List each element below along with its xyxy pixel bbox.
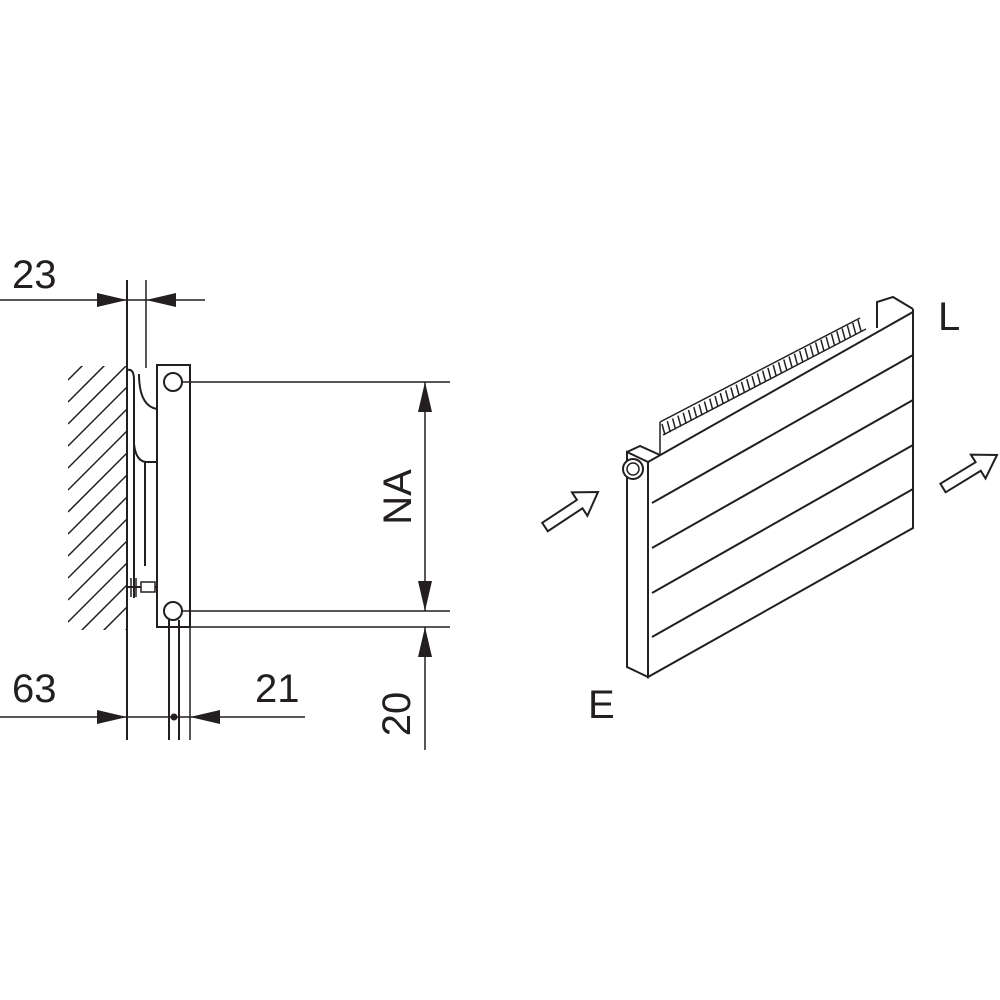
fin-tooth bbox=[677, 415, 682, 427]
connection-distance-label: NA bbox=[376, 469, 420, 525]
inflow-arrow-icon bbox=[540, 490, 600, 533]
fin-tooth bbox=[751, 376, 756, 388]
fin-tooth bbox=[851, 322, 857, 334]
fin-tooth bbox=[846, 325, 852, 337]
fin-tooth bbox=[714, 395, 719, 408]
port-label-l: L bbox=[938, 295, 960, 339]
fin-tooth bbox=[746, 378, 751, 391]
front-groove bbox=[651, 488, 914, 638]
fin-tooth bbox=[857, 319, 862, 332]
fin-tooth bbox=[719, 392, 725, 405]
fin-tooth bbox=[788, 356, 793, 368]
front-groove bbox=[651, 399, 914, 549]
fin-tooth bbox=[735, 384, 740, 396]
fin-tooth bbox=[830, 333, 836, 346]
port-outer-ring bbox=[622, 458, 644, 480]
fin-tooth bbox=[693, 406, 698, 419]
radiator-profile bbox=[156, 364, 191, 628]
top-gap-label: 23 bbox=[12, 253, 57, 297]
fin-tooth bbox=[756, 373, 762, 385]
arrow-head-up bbox=[418, 382, 432, 412]
fin-tooth bbox=[666, 421, 672, 433]
bracket-plate bbox=[126, 368, 135, 598]
bracket-screw-head bbox=[140, 581, 156, 593]
bottom-height-label: 20 bbox=[375, 692, 419, 737]
fin-tooth bbox=[804, 347, 809, 360]
perspective-view: L E bbox=[540, 295, 999, 727]
pipe-center-dot bbox=[170, 713, 178, 721]
fin-tooth bbox=[724, 390, 730, 402]
fin-tooth bbox=[825, 336, 830, 349]
fin-tooth bbox=[783, 359, 788, 371]
arrow-head-right bbox=[97, 293, 127, 307]
port-inner-ring bbox=[626, 462, 640, 476]
fin-tooth bbox=[682, 412, 687, 424]
fin-tooth bbox=[671, 418, 677, 430]
front-groove bbox=[651, 354, 914, 504]
fin-tooth bbox=[772, 364, 777, 377]
convector-fins bbox=[659, 317, 867, 455]
fin-tooth bbox=[798, 350, 804, 363]
fin-tooth bbox=[687, 409, 693, 422]
fin-tooth bbox=[809, 345, 815, 357]
port-label-e: E bbox=[588, 683, 615, 727]
wall-hatching bbox=[68, 366, 127, 630]
fin-tooth bbox=[730, 387, 735, 399]
fin-tooth bbox=[661, 423, 666, 436]
fin-tooth bbox=[767, 367, 772, 379]
fin-tooth bbox=[708, 398, 714, 410]
fin-tooth bbox=[793, 353, 799, 365]
left-side-face bbox=[626, 450, 649, 679]
fin-tooth bbox=[698, 404, 703, 416]
left-end-top bbox=[626, 444, 661, 456]
fin-tooth bbox=[761, 370, 767, 382]
arrow-head-up bbox=[418, 627, 432, 657]
front-groove bbox=[651, 444, 914, 594]
fin-tooth bbox=[740, 381, 746, 393]
right-end-cap bbox=[876, 295, 914, 328]
fin-tooth bbox=[820, 339, 825, 351]
bracket-lower-arm bbox=[133, 443, 157, 463]
bracket-upper-hook bbox=[138, 373, 158, 410]
arrow-head-left bbox=[146, 293, 176, 307]
arrow-head-right bbox=[97, 710, 127, 724]
arrow-head-down bbox=[418, 581, 432, 611]
side-view: 23 NA 20 63 21 bbox=[0, 253, 450, 750]
fin-tooth bbox=[777, 362, 783, 374]
fin-tooth bbox=[814, 342, 820, 354]
outflow-arrow-icon bbox=[939, 453, 999, 494]
fin-tooth bbox=[703, 401, 709, 413]
front-offset-label: 21 bbox=[255, 667, 300, 711]
fin-tooth bbox=[836, 331, 841, 343]
fins-top-edge bbox=[659, 317, 861, 423]
wall-offset-label: 63 bbox=[12, 667, 57, 711]
fin-tooth bbox=[841, 328, 846, 340]
arrow-head-left bbox=[190, 710, 220, 724]
